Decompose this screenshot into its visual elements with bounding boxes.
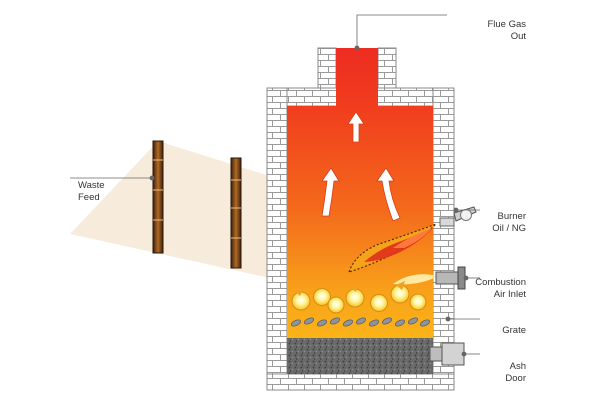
chamber-floor [266, 373, 455, 391]
combustion-air-label-line1: Combustion [475, 277, 526, 288]
flue-gas-label-line2: Out [511, 31, 527, 42]
burner-label-line2: Oil / NG [492, 223, 526, 234]
burner-flame [348, 223, 437, 273]
ash-door-label-line1: Ash [510, 361, 526, 372]
stack-flue [336, 48, 378, 108]
waste-feed-pillar-right [230, 157, 242, 269]
burner-label-line1: Burner [497, 211, 526, 222]
flue-gas-label-line1: Flue Gas [487, 19, 526, 30]
burning-waste [291, 281, 427, 314]
leader-lines [70, 14, 480, 357]
waste-feed-label-line2: Feed [78, 192, 100, 203]
burner-nozzle [439, 206, 477, 227]
hot-gas-arrow [347, 111, 365, 143]
grate-label: Grate [502, 325, 526, 336]
waste-feed-path [70, 141, 330, 278]
waste-feed-pillar-left [152, 140, 164, 254]
ash-door-label-line2: Door [505, 373, 526, 384]
hot-gas-arrow [321, 167, 340, 217]
hot-gas-arrow [376, 167, 401, 222]
combustion-air-label-line2: Air Inlet [494, 289, 527, 300]
ash-door [429, 342, 465, 366]
chamber-wall-left [266, 87, 288, 391]
grate-bars [290, 317, 431, 327]
combustion-air-pipe [435, 266, 466, 290]
waste-feed-label-line1: Waste [78, 180, 105, 191]
